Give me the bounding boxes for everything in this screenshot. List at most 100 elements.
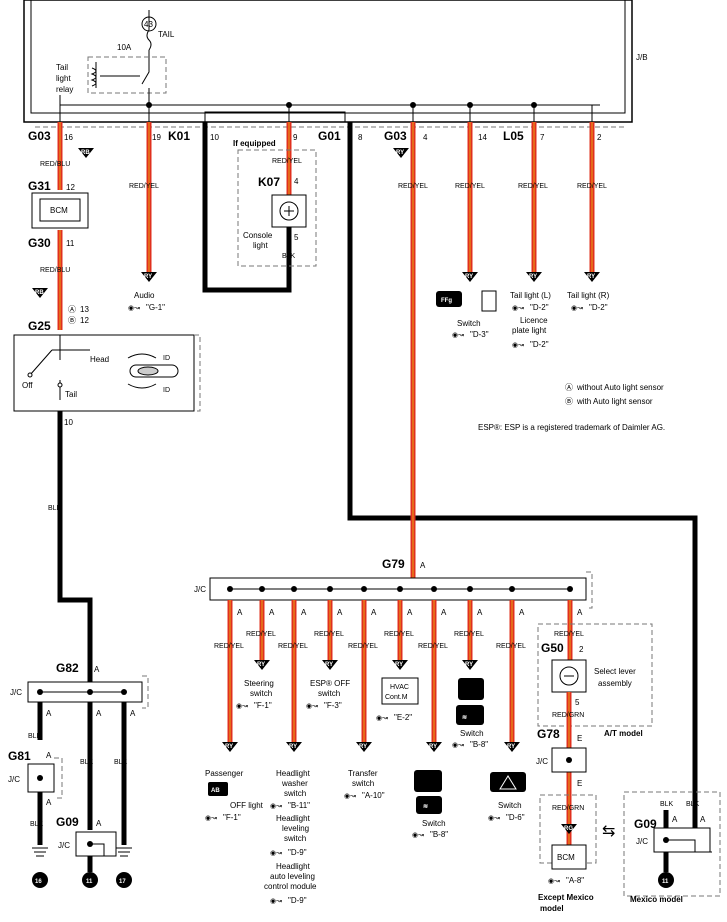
conn-g09: G09 — [56, 815, 79, 829]
svg-text:RED/YEL: RED/YEL — [214, 643, 244, 650]
conn-g78: G78 — [537, 727, 560, 741]
svg-text:11: 11 — [662, 879, 669, 885]
headlight-washer-ref: "B-11" — [288, 801, 310, 810]
svg-text:A: A — [477, 608, 483, 617]
hvac-ref: "E-2" — [394, 713, 412, 722]
svg-text:ESP® OFF: ESP® OFF — [310, 679, 350, 688]
svg-text:◉↝: ◉↝ — [452, 332, 464, 339]
licence-label-1: Licence — [520, 316, 548, 325]
svg-text:Headlight: Headlight — [276, 769, 311, 778]
svg-text:auto leveling: auto leveling — [270, 872, 315, 881]
tail-l-label: Tail light (L) — [510, 291, 551, 300]
svg-text:A: A — [407, 608, 413, 617]
seat-heater-icon-4 — [416, 796, 442, 814]
conn-g79: G79 — [382, 557, 405, 571]
svg-text:◉↝: ◉↝ — [236, 703, 248, 710]
svg-text:RY: RY — [465, 662, 473, 668]
passenger-label-2: OFF light — [230, 801, 264, 810]
svg-text:RED/YEL: RED/YEL — [554, 631, 584, 638]
svg-text:ID: ID — [163, 387, 170, 394]
conn-g82: G82 — [56, 661, 79, 675]
svg-text:J/C: J/C — [536, 757, 548, 766]
relay-switch — [100, 60, 150, 105]
svg-text:◉↝: ◉↝ — [270, 850, 282, 857]
svg-text:RY: RY — [429, 744, 437, 750]
wire-color-blk-1: BLK — [48, 505, 62, 512]
fog-icon — [436, 291, 462, 307]
pin-12: 12 — [66, 183, 75, 192]
jb-box — [23, 0, 633, 123]
svg-text:A: A — [46, 751, 52, 760]
switch-d3-icon — [481, 290, 497, 312]
svg-text:◉↝: ◉↝ — [412, 832, 424, 839]
svg-text:control module: control module — [264, 882, 317, 891]
svg-text:16: 16 — [35, 879, 42, 885]
ground-11 — [82, 872, 98, 888]
svg-text:washer: washer — [281, 779, 308, 788]
transfer-ref: "A-10" — [362, 791, 385, 800]
legend-b: with Auto light sensor — [576, 397, 653, 406]
wire-color-red-blu-2: RED/BLU — [40, 267, 70, 274]
svg-text:A: A — [337, 608, 343, 617]
svg-text:A: A — [46, 798, 52, 807]
svg-text:RY: RY — [359, 744, 367, 750]
tag-ry-g03 — [393, 148, 409, 158]
relay-label-1: Tail — [56, 63, 68, 72]
ground-symbols — [32, 847, 132, 857]
svg-text:◉↝: ◉↝ — [270, 803, 282, 810]
tag-ry-audio — [141, 272, 157, 282]
svg-text:A: A — [96, 709, 102, 718]
wire-color-audio: RED/YEL — [129, 183, 159, 190]
svg-text:◉↝: ◉↝ — [488, 815, 500, 822]
svg-text:RY: RY — [529, 274, 537, 280]
svg-text:RED/YEL: RED/YEL — [278, 643, 308, 650]
wire-color-console: RED/YEL — [272, 158, 302, 165]
svg-text:◉↝: ◉↝ — [376, 715, 388, 722]
pin-9: 9 — [293, 133, 298, 142]
pin-5: 5 — [294, 233, 299, 242]
select-lever-label-1: Select lever — [594, 667, 636, 676]
seat-icon-3 — [414, 770, 442, 792]
svg-text:RY: RY — [396, 150, 404, 156]
conn-g03b: G03 — [384, 129, 407, 143]
svg-text:◉↝: ◉↝ — [270, 898, 282, 905]
svg-text:leveling: leveling — [282, 824, 309, 833]
passenger-label-1: Passenger — [205, 769, 244, 778]
svg-text:RY: RY — [289, 744, 297, 750]
tag-rb-1 — [78, 148, 94, 158]
svg-text:A: A — [700, 815, 706, 824]
svg-text:J/C: J/C — [58, 841, 70, 850]
conn-g01: G01 — [318, 129, 341, 143]
ground-16 — [32, 872, 48, 888]
switch-head-label: Head — [90, 355, 109, 364]
svg-text:BLK: BLK — [660, 801, 674, 808]
svg-text:RY: RY — [507, 744, 515, 750]
svg-text:A: A — [94, 665, 100, 674]
pin-4: 4 — [423, 133, 428, 142]
pin-10b: 10 — [64, 418, 73, 427]
steering-ref: "F-1" — [254, 701, 272, 710]
svg-text:◉↝: ◉↝ — [344, 793, 356, 800]
svg-text:RG: RG — [564, 826, 573, 832]
svg-text:A: A — [519, 608, 525, 617]
console-light-box — [237, 149, 317, 267]
svg-text:J/C: J/C — [8, 775, 20, 784]
g79-wire-colors: RED/YEL RED/YEL RED/YEL RED/YEL RED/YEL … — [214, 631, 584, 650]
conn-g31: G31 — [28, 179, 51, 193]
svg-text:BLK: BLK — [30, 821, 44, 828]
licence-ref: "D-2" — [530, 340, 549, 349]
ground-17 — [116, 872, 132, 888]
headlight-leveling-ref: "D-9" — [288, 848, 307, 857]
switch-d6-ref: "D-6" — [506, 813, 525, 822]
switch-d6-label: Switch — [498, 801, 522, 810]
bcm-module-2 — [551, 844, 587, 870]
seat-heater-icon-2 — [456, 705, 484, 725]
tail-l-ref: "D-2" — [530, 303, 549, 312]
svg-text:RED/YEL: RED/YEL — [496, 643, 526, 650]
conn-g81: G81 — [8, 749, 31, 763]
switch-d3-ref: "D-3" — [470, 330, 489, 339]
bcm-ref: "A-8" — [566, 876, 584, 885]
pin-2: 2 — [597, 133, 602, 142]
hvac-module — [381, 677, 419, 705]
